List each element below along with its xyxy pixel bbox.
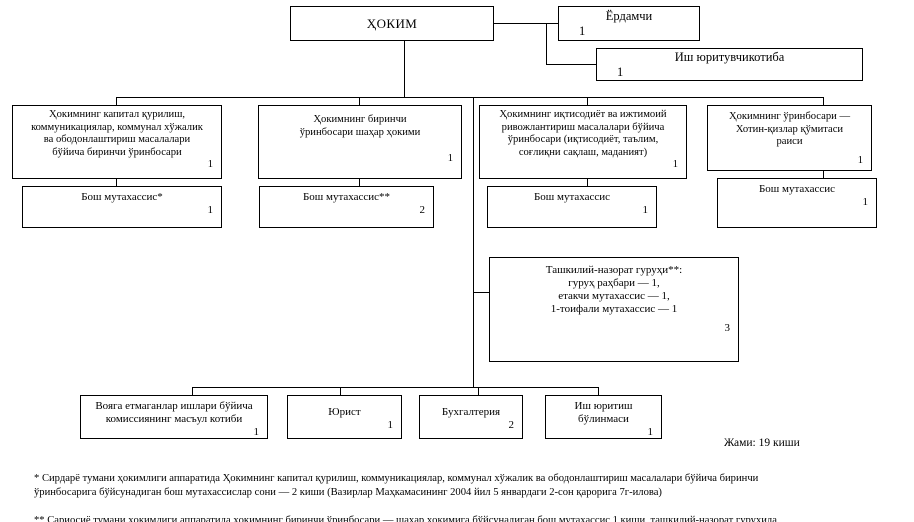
node-jurist[interactable]: Юрист 1 xyxy=(287,395,402,439)
node-specialist-4-label: Бош мутахассис xyxy=(758,183,836,195)
node-yordamchi[interactable]: Ёрдамчи 1 xyxy=(558,6,700,41)
connector-drop-deputy-4 xyxy=(823,97,824,105)
node-deputy-3-count: 1 xyxy=(672,159,678,170)
node-unit-3-count: 2 xyxy=(508,418,515,431)
node-specialist-4[interactable]: Бош мутахассис 1 xyxy=(717,178,877,228)
footnote-two: ** Сариосиё тумани ҳокимлиги аппаратида … xyxy=(34,514,778,522)
footnote-one: * Сирдарё тумани ҳокимлиги аппаратида Ҳо… xyxy=(34,472,759,498)
node-specialist-1[interactable]: Бош мутахассис* 1 xyxy=(22,186,222,228)
node-group-count: 3 xyxy=(724,321,731,334)
node-specialist-1-count: 1 xyxy=(207,203,214,216)
connector-drop-deputy-2 xyxy=(359,97,360,105)
node-specialist-1-label: Бош мутахассис* xyxy=(81,191,163,203)
connector-hokim-to-staff-stub xyxy=(493,23,546,24)
node-deputy-2-count: 1 xyxy=(447,153,453,164)
connector-drop-unit-2 xyxy=(340,387,341,395)
node-unit-1-label: Вояга етмаганлар ишлари бўйича комиссиян… xyxy=(95,400,253,425)
node-deputy-3-label: Ҳокимнинг иқтисодиёт ва ижтимоий ривожла… xyxy=(499,109,667,158)
footnotes: * Сирдарё тумани ҳокимлиги аппаратида Ҳо… xyxy=(34,458,896,522)
connector-deputy-4-to-specialist xyxy=(823,170,824,178)
connector-deputy-3-to-specialist xyxy=(587,178,588,186)
node-unit-2-count: 1 xyxy=(387,418,394,431)
connector-staff-riser xyxy=(546,23,547,65)
node-organizational-control-group[interactable]: Ташкилий-назорат гуруҳи**: гуруҳ раҳбари… xyxy=(489,257,739,362)
connector-drop-unit-1 xyxy=(192,387,193,395)
node-deputy-women-committee[interactable]: Ҳокимнинг ўринбосари — Хотин-қизлар қўми… xyxy=(707,105,872,171)
node-yordamchi-label: Ёрдамчи xyxy=(605,9,653,24)
node-accounting[interactable]: Бухгалтерия 2 xyxy=(419,395,523,439)
node-deputy-first-city-hokim[interactable]: Ҳокимнинг биринчи ўринбосари шаҳар ҳоким… xyxy=(258,105,462,179)
connector-main-spine xyxy=(473,97,474,387)
node-deputy-1-label: Ҳокимнинг капитал қурилиш, коммуникациял… xyxy=(31,109,203,158)
connector-staff-to-yordamchi xyxy=(546,23,559,24)
connector-units-bus xyxy=(192,387,598,388)
node-specialist-3-count: 1 xyxy=(642,203,649,216)
connector-drop-deputy-1 xyxy=(116,97,117,105)
node-unit-4-label: Иш юритиш бўлинмаси xyxy=(574,400,633,425)
node-unit-1-count: 1 xyxy=(253,425,260,438)
node-ish-yurituvchi-label: Иш юритувчикотиба xyxy=(674,50,785,65)
node-minors-commission-secretary[interactable]: Вояга етмаганлар ишлари бўйича комиссиян… xyxy=(80,395,268,439)
node-deputy-4-label: Ҳокимнинг ўринбосари — Хотин-қизлар қўми… xyxy=(728,111,851,147)
node-unit-3-label: Бухгалтерия xyxy=(441,406,501,418)
node-specialist-2[interactable]: Бош мутахассис** 2 xyxy=(259,186,434,228)
connector-drop-unit-3 xyxy=(478,387,479,395)
node-specialist-2-label: Бош мутахассис** xyxy=(302,191,391,203)
node-specialist-4-count: 1 xyxy=(862,195,869,208)
node-records-management-unit[interactable]: Иш юритиш бўлинмаси 1 xyxy=(545,395,662,439)
node-ish-yurituvchi-count: 1 xyxy=(617,65,624,80)
connector-hokim-trunk xyxy=(404,40,405,98)
node-deputy-economy-social[interactable]: Ҳокимнинг иқтисодиёт ва ижтимоий ривожла… xyxy=(479,105,687,179)
node-specialist-3-label: Бош мутахассис xyxy=(533,191,611,203)
connector-deputy-1-to-specialist xyxy=(116,178,117,186)
node-deputy-capital-construction[interactable]: Ҳокимнинг капитал қурилиш, коммуникациял… xyxy=(12,105,222,179)
node-specialist-2-count: 2 xyxy=(419,203,426,216)
connector-spine-to-group xyxy=(473,292,489,293)
node-deputy-4-count: 1 xyxy=(857,154,863,166)
node-hokim[interactable]: ҲОКИМ xyxy=(290,6,494,41)
node-deputy-1-count: 1 xyxy=(207,159,213,170)
node-unit-2-label: Юрист xyxy=(328,406,361,418)
connector-deputies-bus xyxy=(116,97,823,98)
total-headcount: Жами: 19 киши xyxy=(724,437,800,449)
connector-drop-unit-4 xyxy=(598,387,599,395)
node-ish-yurituvchi-kotiba[interactable]: Иш юритувчикотиба 1 xyxy=(596,48,863,81)
node-unit-4-count: 1 xyxy=(647,425,654,438)
connector-drop-deputy-3 xyxy=(587,97,588,105)
connector-staff-to-ish-yurituvchi xyxy=(546,64,596,65)
node-specialist-3[interactable]: Бош мутахассис 1 xyxy=(487,186,657,228)
node-group-label: Ташкилий-назорат гуруҳи**: гуруҳ раҳбари… xyxy=(545,264,683,315)
connector-deputy-2-to-specialist xyxy=(359,178,360,186)
node-hokim-label: ҲОКИМ xyxy=(366,16,418,32)
node-yordamchi-count: 1 xyxy=(579,24,586,39)
node-deputy-2-label: Ҳокимнинг биринчи ўринбосари шаҳар ҳоким… xyxy=(299,114,421,138)
